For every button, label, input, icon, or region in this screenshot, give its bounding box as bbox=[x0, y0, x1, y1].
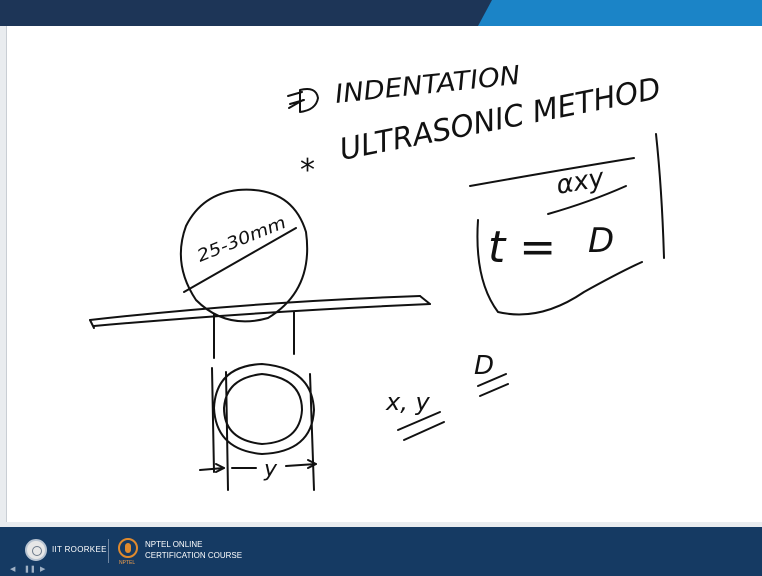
nptel-logo-word: NPTEL bbox=[119, 560, 136, 566]
indentation-impression bbox=[213, 363, 315, 455]
pause-icon[interactable]: ❚❚ bbox=[24, 566, 36, 573]
next-icon[interactable]: ▶ bbox=[40, 566, 46, 573]
footer-bar: IIT ROORKEE NPTEL NPTEL ONLINE CERTIFICA… bbox=[0, 527, 762, 576]
indenter-sphere bbox=[179, 188, 309, 323]
prev-icon[interactable]: ◀ bbox=[10, 566, 16, 573]
dimension-y-label: y bbox=[263, 457, 278, 482]
formula-box bbox=[469, 133, 665, 316]
nptel-logo-icon bbox=[118, 538, 138, 558]
specimen-plate bbox=[89, 295, 431, 329]
footer-divider bbox=[108, 539, 109, 563]
formula-numerator: αxy bbox=[554, 163, 607, 201]
note-xy: x, y bbox=[385, 388, 430, 416]
nptel-title: NPTEL ONLINE bbox=[145, 540, 203, 549]
iit-roorkee-emblem-icon bbox=[25, 539, 47, 561]
scribble-mark bbox=[287, 88, 319, 113]
formula-lhs: t = bbox=[488, 222, 556, 273]
note-xy-underline bbox=[397, 411, 445, 441]
whiteboard bbox=[6, 26, 762, 522]
top-banner bbox=[0, 0, 762, 26]
projection-lines bbox=[211, 311, 315, 491]
institute-name: IIT ROORKEE bbox=[52, 545, 107, 554]
nptel-subtitle: CERTIFICATION COURSE bbox=[145, 551, 243, 560]
player-controls[interactable]: ◀ ❚❚ ▶ bbox=[10, 565, 70, 573]
bullet-star: * bbox=[300, 153, 315, 188]
note-d: D bbox=[474, 351, 494, 381]
dimension-arrows bbox=[199, 459, 317, 473]
note-d-underline bbox=[477, 373, 509, 397]
formula-denominator: D bbox=[588, 221, 614, 261]
